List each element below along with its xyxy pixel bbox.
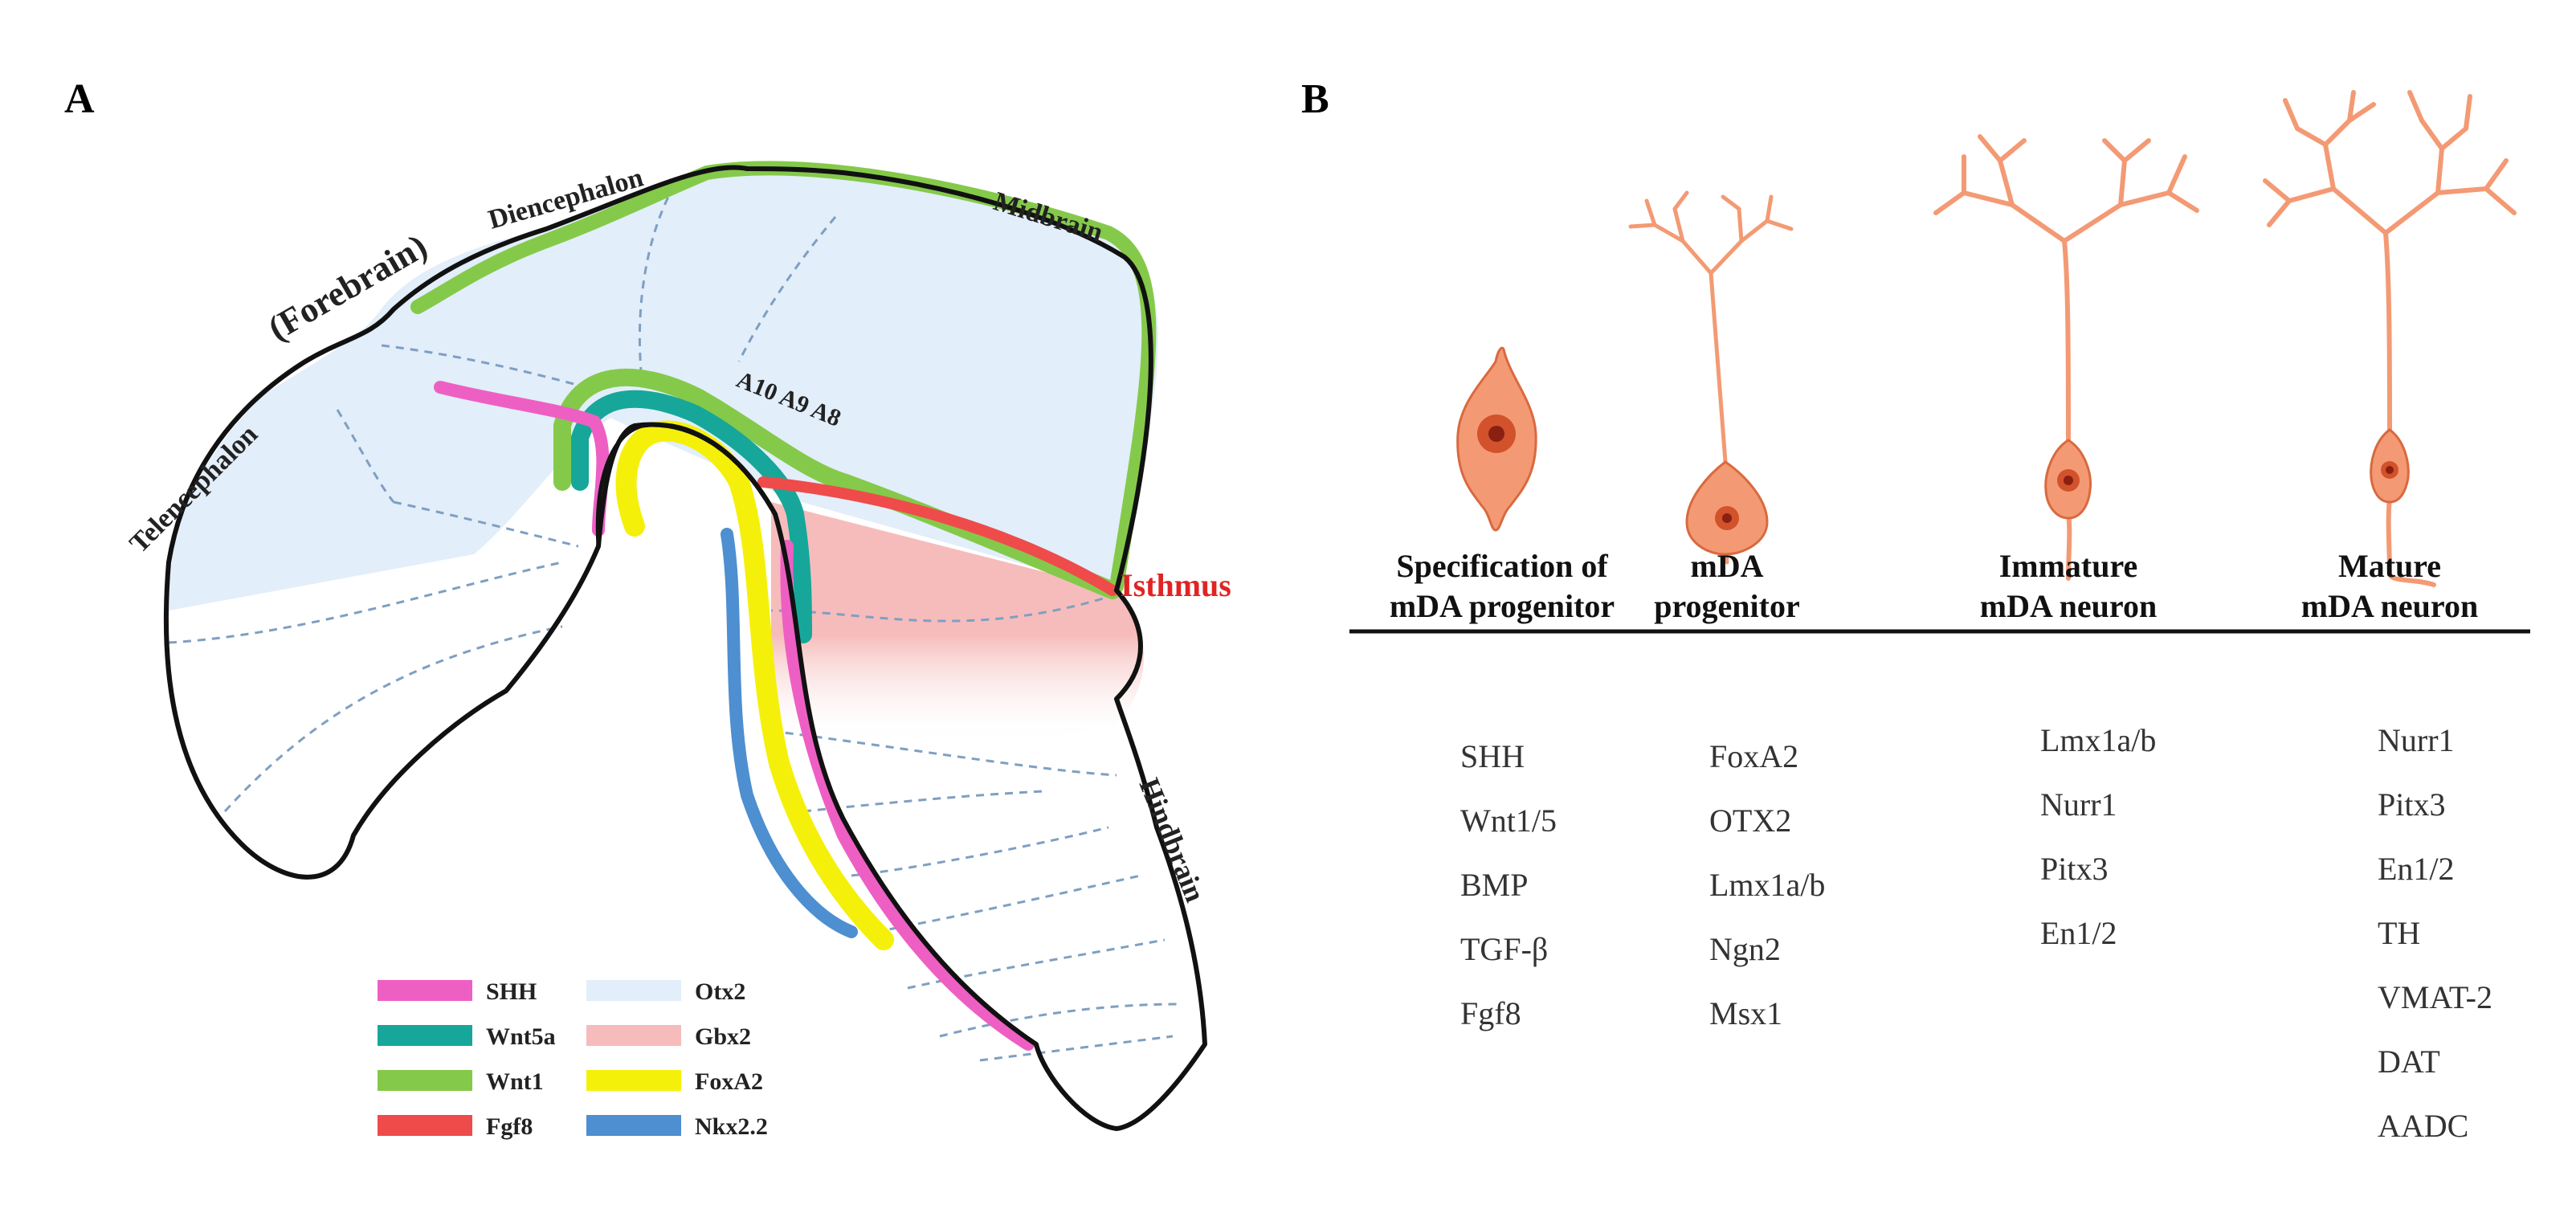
stage-2-factors: FoxA2 OTX2 Lmx1a/b Ngn2 Msx1 <box>1709 738 1825 1031</box>
factor-item: Nurr1 <box>2040 786 2117 823</box>
factor-item: En1/2 <box>2378 851 2455 887</box>
mature-neuron <box>2263 90 2517 587</box>
stage-4-factors: Nurr1 Pitx3 En1/2 TH VMAT-2 DAT AADC <box>2378 722 2492 1144</box>
factor-item: BMP <box>1460 867 1529 903</box>
factor-item: Ngn2 <box>1709 931 1781 967</box>
stage-4-title-line2: mDA neuron <box>2301 588 2478 624</box>
stage-2-title-line2: progenitor <box>1654 588 1799 624</box>
factor-item: Nurr1 <box>2378 722 2455 758</box>
brain-diagram <box>163 161 1207 1131</box>
factor-item: AADC <box>2378 1108 2468 1144</box>
legend-label-foxa2: FoxA2 <box>695 1068 763 1095</box>
stage-1-title-line2: mDA progenitor <box>1390 588 1615 624</box>
isthmus-label: Isthmus <box>1121 567 1231 603</box>
immature-neuron-body <box>2044 439 2092 520</box>
legend-swatch-wnt5a <box>378 1025 472 1046</box>
panel-a-label: A <box>64 76 95 122</box>
nkx22-stripe <box>721 528 858 938</box>
factor-item: TH <box>2378 915 2420 951</box>
legend-swatch-nkx22 <box>586 1115 681 1136</box>
stage-4-title-line1: Mature <box>2338 548 2441 584</box>
mature-neuron-body <box>2370 428 2410 504</box>
factor-item: SHH <box>1460 738 1525 774</box>
factor-item: DAT <box>2378 1043 2440 1080</box>
ventricle-outline <box>595 423 1038 1047</box>
fgf8-stripe <box>757 476 1118 596</box>
progenitor-spec-cell <box>1456 346 1537 532</box>
progenitor-cell <box>1628 190 1794 565</box>
factor-item: Msx1 <box>1709 995 1782 1031</box>
factor-item: Fgf8 <box>1460 995 1521 1031</box>
wnt1-floor-stripe <box>553 369 1121 599</box>
shh-floor-stripe <box>780 540 1035 1051</box>
gbx2-region <box>771 502 1144 744</box>
hindbrain-label: Hindbrain <box>1133 774 1212 906</box>
factor-item: Wnt1/5 <box>1460 802 1557 839</box>
legend-swatch-wnt1 <box>378 1070 472 1091</box>
boundary-lines <box>168 184 1182 1062</box>
factor-item: FoxA2 <box>1709 738 1798 774</box>
factor-item: OTX2 <box>1709 802 1791 839</box>
legend-swatch-foxa2 <box>586 1070 681 1091</box>
factor-item: Pitx3 <box>2378 786 2445 823</box>
legend-label-wnt5a: Wnt5a <box>486 1023 556 1050</box>
legend-label-shh: SHH <box>486 978 537 1005</box>
factor-item: TGF-β <box>1460 931 1548 967</box>
progenitor-cell-body <box>1685 460 1769 556</box>
legend-label-otx2: Otx2 <box>695 978 745 1005</box>
stage-1-factors: SHH Wnt1/5 BMP TGF-β Fgf8 <box>1460 738 1557 1031</box>
immature-neuron <box>1933 134 2199 581</box>
factor-item: Pitx3 <box>2040 851 2108 887</box>
legend-swatch-gbx2 <box>586 1025 681 1046</box>
legend-label-wnt1: Wnt1 <box>486 1068 544 1095</box>
factor-item: En1/2 <box>2040 915 2117 951</box>
stage-3-title-line2: mDA neuron <box>1980 588 2157 624</box>
stage-1-title-line1: Specification of <box>1396 548 1608 584</box>
wnt5a-stripe <box>571 390 812 643</box>
legend-label-nkx22: Nkx2.2 <box>695 1113 768 1140</box>
stage-2-title-line1: mDA <box>1690 548 1763 584</box>
legend: SHH Otx2 Wnt5a Gbx2 Wnt1 FoxA2 Fgf8 Nkx2… <box>378 978 768 1140</box>
foxa2-stripe <box>615 420 894 950</box>
factor-item: VMAT-2 <box>2378 979 2492 1015</box>
stage-3-title-line1: Immature <box>1999 548 2138 584</box>
panel-b-label: B <box>1301 76 1329 122</box>
legend-swatch-otx2 <box>586 980 681 1001</box>
legend-swatch-shh <box>378 980 472 1001</box>
legend-label-gbx2: Gbx2 <box>695 1023 751 1050</box>
legend-label-fgf8: Fgf8 <box>486 1113 533 1140</box>
factor-item: Lmx1a/b <box>2040 722 2156 758</box>
legend-swatch-fgf8 <box>378 1115 472 1136</box>
stage-3-factors: Lmx1a/b Nurr1 Pitx3 En1/2 <box>2040 722 2156 951</box>
factor-item: Lmx1a/b <box>1709 867 1825 903</box>
